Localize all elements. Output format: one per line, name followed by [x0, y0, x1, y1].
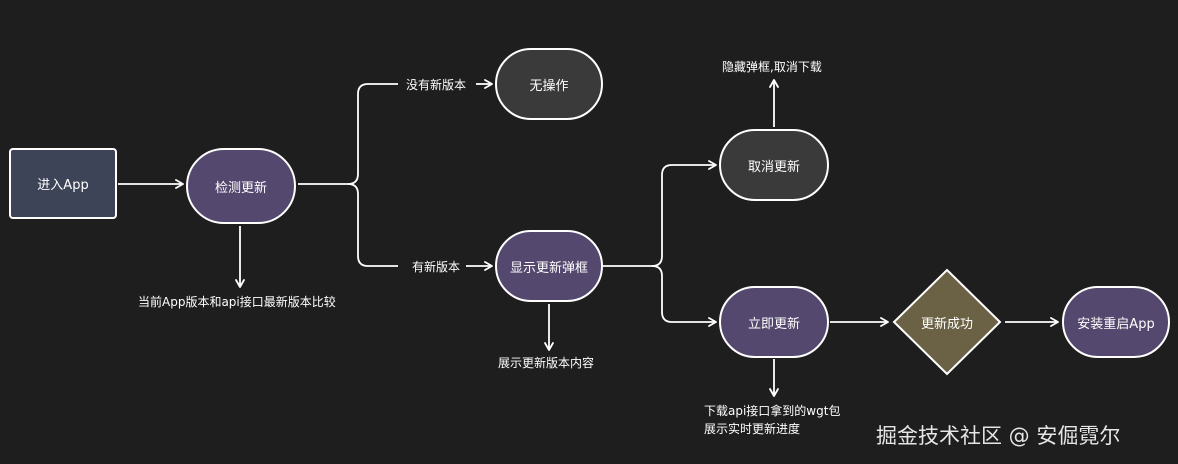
node-check-update: 检测更新 — [186, 148, 296, 224]
label-no-new-version: 没有新版本 — [406, 78, 467, 92]
branch-show-dialog-upper — [603, 160, 717, 267]
label-show-version-content: 展示更新版本内容 — [498, 356, 595, 370]
branch-check-update-lower — [347, 183, 398, 267]
node-update-success: 更新成功 — [892, 268, 1002, 376]
node-update-now: 立即更新 — [719, 286, 829, 358]
branch-check-update — [298, 83, 398, 185]
node-show-dialog-label: 显示更新弹框 — [509, 260, 588, 276]
label-hide-dialog: 隐藏弹框,取消下载 — [722, 60, 822, 74]
node-install-restart: 安装重启App — [1062, 286, 1170, 358]
node-update-success-label: 更新成功 — [920, 316, 973, 332]
label-download-line2: 展示实时更新进度 — [704, 422, 801, 436]
node-cancel-update-label: 取消更新 — [747, 159, 800, 175]
branch-show-dialog-lower — [651, 265, 717, 327]
node-enter-app: 进入App — [9, 148, 117, 219]
node-no-action-label: 无操作 — [529, 78, 569, 94]
diamond-shape — [892, 268, 1002, 376]
node-show-dialog: 显示更新弹框 — [495, 230, 603, 302]
node-enter-app-label: 进入App — [37, 178, 89, 193]
node-no-action: 无操作 — [495, 48, 603, 120]
label-compare-versions: 当前App版本和api接口最新版本比较 — [138, 295, 336, 309]
node-cancel-update: 取消更新 — [719, 129, 829, 201]
node-update-now-label: 立即更新 — [747, 316, 800, 332]
watermark: 掘金技术社区 @ 安倔霓尔 — [876, 424, 1121, 448]
node-install-restart-label: 安装重启App — [1077, 316, 1155, 332]
node-check-update-label: 检测更新 — [214, 180, 267, 196]
label-download-line1: 下载api接口拿到的wgt包 — [704, 404, 841, 418]
label-has-new-version: 有新版本 — [412, 260, 461, 274]
